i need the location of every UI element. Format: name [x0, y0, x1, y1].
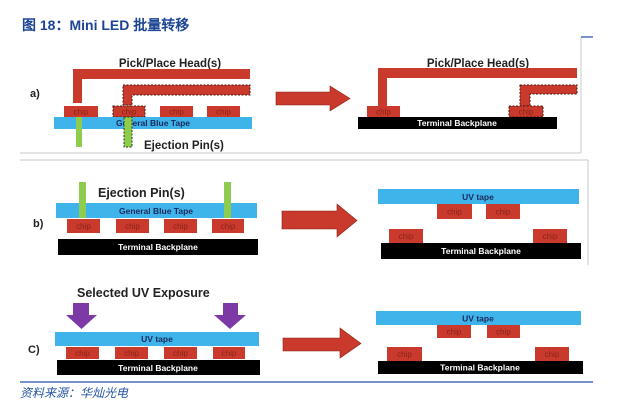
chip [437, 204, 472, 219]
chip [64, 106, 98, 117]
panel-b-after: UV tape chip chip chip chip Terminal Bac… [378, 189, 581, 259]
pick-place-head-caption: Pick/Place Head(s) [427, 58, 529, 70]
chip-label: chip [221, 222, 236, 231]
uv-tape-label: UV tape [462, 192, 494, 202]
chip [389, 229, 423, 243]
pick-place-head [378, 68, 577, 106]
chip-label: chip [447, 208, 462, 217]
chip-label: chip [543, 232, 558, 241]
terminal-backplane-label: Terminal Backplane [417, 118, 497, 128]
chip [213, 347, 245, 359]
chip-label: chip [169, 108, 184, 117]
chip [115, 347, 148, 359]
terminal-backplane [381, 243, 581, 259]
general-blue-tape [56, 203, 257, 218]
ejection-pin [224, 182, 231, 218]
chip-label: chip [545, 350, 560, 359]
terminal-backplane-label: Terminal Backplane [440, 363, 520, 373]
chip [367, 106, 400, 117]
chip [160, 106, 193, 117]
ejection-pin [79, 182, 86, 218]
ejection-pins-caption: Ejection Pin(s) [98, 186, 185, 200]
pick-place-head-caption: Pick/Place Head(s) [119, 58, 221, 70]
right-arrow-icon [281, 203, 358, 238]
chip-label: chip [125, 222, 140, 231]
chip-label: chip [216, 108, 231, 117]
chip-label: chip [122, 108, 137, 117]
panel-c: C) Selected UV Exposure UV tape chip chi… [28, 286, 583, 375]
chip [66, 347, 99, 359]
terminal-backplane-label: Terminal Backplane [118, 242, 198, 252]
chip [116, 219, 149, 233]
chip-label: chip [76, 222, 91, 231]
pick-place-head-selected [122, 84, 251, 106]
chip [535, 347, 569, 361]
uv-tape [55, 332, 259, 346]
chip-label: chip [173, 349, 188, 358]
general-blue-tape [54, 117, 252, 129]
chip-label: chip [376, 108, 391, 117]
terminal-backplane-label: Terminal Backplane [118, 363, 198, 373]
ejection-pins-caption: Ejection Pin(s) [144, 140, 224, 152]
chip [533, 229, 567, 243]
chip [67, 219, 100, 233]
panel-c-label: C) [28, 344, 40, 356]
terminal-backplane [358, 117, 557, 129]
chip-label: chip [222, 349, 237, 358]
chip [486, 204, 520, 219]
panel-a-label: a) [30, 88, 40, 100]
chip-label: chip [173, 222, 188, 231]
pick-place-head-selected [519, 84, 578, 107]
panel-a-before: Pick/Place Head(s) chip chip chip chip G… [54, 58, 252, 152]
chip-label: chip [519, 108, 534, 117]
panel-b-before: Ejection Pin(s) General Blue Tape chip c… [56, 182, 258, 255]
chip [207, 106, 240, 117]
chip [437, 325, 471, 338]
terminal-backplane-label: Terminal Backplane [441, 246, 521, 256]
ejection-pin-selected [123, 116, 133, 148]
chip [212, 219, 244, 233]
uv-exposure-arrow-icon [214, 303, 246, 329]
pick-place-head [73, 69, 250, 103]
terminal-backplane [57, 360, 260, 375]
panel-a: a) Pick/Place Head(s) chip chip chip chi… [20, 36, 593, 154]
chip-label: chip [397, 350, 412, 359]
panel-b: b) Ejection Pin(s) General Blue Tape chi… [20, 159, 589, 265]
figure-source: 资料来源：华灿光电 [20, 386, 129, 400]
panel-b-label: b) [33, 218, 44, 230]
uv-tape-label: UV tape [462, 314, 494, 324]
chip-selected [508, 105, 544, 118]
general-blue-tape-label: General Blue Tape [119, 206, 193, 216]
terminal-backplane [58, 239, 258, 255]
chip [164, 347, 197, 359]
panel-a-after: Pick/Place Head(s) chip chip Terminal Ba… [358, 58, 578, 129]
chip [487, 325, 520, 338]
chip-selected [112, 105, 146, 118]
chip-label: chip [496, 328, 511, 337]
chip [164, 219, 197, 233]
chip-label: chip [74, 108, 89, 117]
general-blue-tape-label: General Blue Tape [116, 118, 190, 128]
panel-c-before: Selected UV Exposure UV tape chip chip c… [55, 286, 260, 375]
chip-label: chip [124, 349, 139, 358]
selected-uv-exposure-caption: Selected UV Exposure [77, 286, 210, 300]
chip-label: chip [75, 349, 90, 358]
panel-c-after: UV tape chip chip chip chip Terminal Bac… [376, 311, 583, 374]
uv-tape-label: UV tape [141, 334, 173, 344]
uv-tape [378, 189, 579, 204]
ejection-pin [76, 117, 82, 147]
right-arrow-icon [275, 85, 351, 112]
chip-label: chip [447, 328, 462, 337]
right-arrow-icon [282, 327, 362, 359]
figure-title: 图 18：Mini LED 批量转移 [22, 17, 189, 33]
uv-exposure-arrow-icon [66, 303, 97, 329]
chip-label: chip [496, 208, 511, 217]
uv-tape [376, 311, 581, 325]
chip-label: chip [399, 232, 414, 241]
terminal-backplane [378, 361, 583, 374]
chip [387, 347, 422, 361]
